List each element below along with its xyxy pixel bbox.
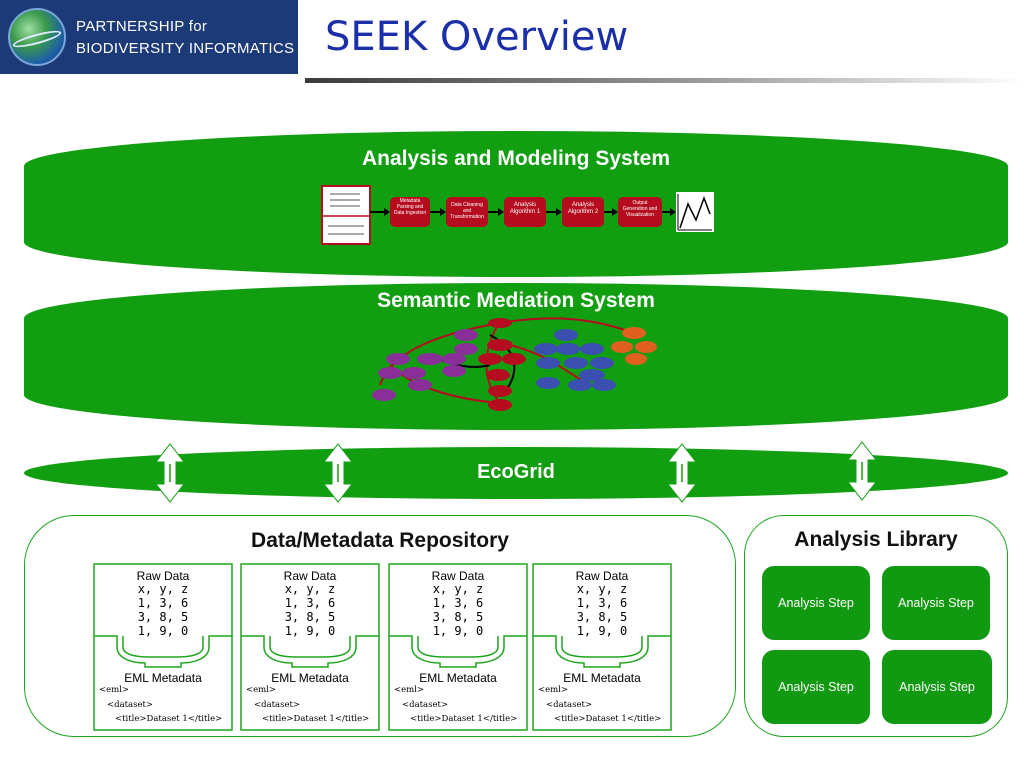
xml-line: <title>Dataset 1</title> xyxy=(554,714,662,724)
raw-data-row: 1, 9, 0 xyxy=(432,624,484,638)
analysis-step-button[interactable]: Analysis Step xyxy=(882,650,992,724)
raw-data-title: Raw Data xyxy=(575,569,629,583)
raw-data-row: 1, 3, 6 xyxy=(137,596,189,610)
analysis-step-label: Analysis Step xyxy=(898,596,974,610)
raw-data-row: x, y, z xyxy=(137,582,189,596)
xml-line: <eml> xyxy=(99,685,130,695)
workflow-step-1: Metadata Parsing and Data Ingestion xyxy=(393,198,427,216)
slide-title: SEEK Overview xyxy=(325,14,629,60)
card-outline xyxy=(532,563,672,731)
ontology-graph xyxy=(372,317,657,411)
raw-data-title: Raw Data xyxy=(431,569,485,583)
raw-data-row: 1, 9, 0 xyxy=(137,624,189,638)
raw-data-row: 3, 8, 5 xyxy=(284,610,336,624)
raw-data-row: 3, 8, 5 xyxy=(137,610,189,624)
workflow-step-5: Output Generation and Visualization xyxy=(622,200,658,218)
ecogrid-arrows xyxy=(154,441,878,503)
ecogrid-band: EcoGrid xyxy=(24,447,1008,499)
xml-line: <eml> xyxy=(246,685,277,695)
raw-data-row: 1, 9, 0 xyxy=(576,624,628,638)
card-outline xyxy=(240,563,380,731)
raw-data-row: 3, 8, 5 xyxy=(432,610,484,624)
analysis-step-label: Analysis Step xyxy=(899,680,975,694)
library-title: Analysis Library xyxy=(794,528,958,551)
analysis-modeling-title: Analysis and Modeling System xyxy=(361,147,671,170)
raw-data-row: 1, 3, 6 xyxy=(432,596,484,610)
card-outline xyxy=(388,563,528,731)
analysis-step-label: Analysis Step xyxy=(778,596,854,610)
raw-data-row: 1, 3, 6 xyxy=(576,596,628,610)
raw-data-row: x, y, z xyxy=(432,582,484,596)
analysis-step-button[interactable]: Analysis Step xyxy=(762,566,870,640)
card-outline xyxy=(93,563,233,731)
xml-line: <dataset> xyxy=(402,700,449,710)
title-rule xyxy=(305,78,1024,83)
eml-metadata-title: EML Metadata xyxy=(271,671,349,685)
eml-metadata-title: EML Metadata xyxy=(563,671,641,685)
logo-line-2: BIODIVERSITY INFORMATICS xyxy=(76,40,295,57)
globe-icon xyxy=(8,8,66,66)
eml-metadata-title: EML Metadata xyxy=(419,671,497,685)
xml-line: <eml> xyxy=(538,685,569,695)
semantic-mediation-title: Semantic Mediation System xyxy=(377,289,655,312)
xml-line: <dataset> xyxy=(254,700,301,710)
pbi-logo: PARTNERSHIP for BIODIVERSITY INFORMATICS xyxy=(0,0,298,74)
analysis-step-button[interactable]: Analysis Step xyxy=(882,566,990,640)
xml-line: <eml> xyxy=(394,685,425,695)
xml-line: <dataset> xyxy=(546,700,593,710)
xml-line: <title>Dataset 1</title> xyxy=(115,714,223,724)
eml-metadata-title: EML Metadata xyxy=(124,671,202,685)
analysis-step-label: Analysis Step xyxy=(778,680,854,694)
raw-data-row: x, y, z xyxy=(284,582,336,596)
xml-line: <title>Dataset 1</title> xyxy=(262,714,370,724)
xml-line: <title>Dataset 1</title> xyxy=(410,714,518,724)
analysis-step-button[interactable]: Analysis Step xyxy=(762,650,870,724)
ecogrid-title: EcoGrid xyxy=(477,461,555,483)
logo-line-1: PARTNERSHIP for xyxy=(76,18,208,35)
raw-data-row: 1, 3, 6 xyxy=(284,596,336,610)
raw-data-title: Raw Data xyxy=(283,569,337,583)
raw-data-row: 3, 8, 5 xyxy=(576,610,628,624)
xml-line: <dataset> xyxy=(107,700,154,710)
raw-data-title: Raw Data xyxy=(136,569,190,583)
workflow-step-3: Analysis Algorithm 1 xyxy=(509,202,541,215)
raw-data-row: 1, 9, 0 xyxy=(284,624,336,638)
raw-data-row: x, y, z xyxy=(576,582,628,596)
repository-title: Data/Metadata Repository xyxy=(251,529,509,552)
workflow-step-4: Analysis Algorithm 2 xyxy=(567,202,599,215)
workflow-diagram xyxy=(321,185,714,245)
workflow-step-2: Data Cleaning and Transformation xyxy=(450,202,484,220)
